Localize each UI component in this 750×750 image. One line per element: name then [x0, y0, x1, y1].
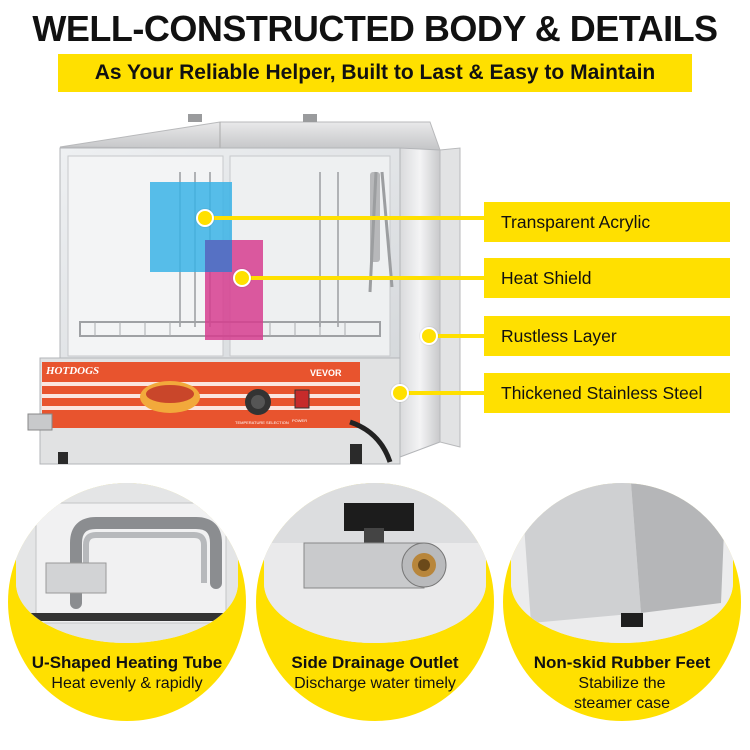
feature-desc-rubber-feet: Stabilize the steamer case: [573, 675, 671, 712]
callout-marker-4: [391, 384, 409, 402]
callout-connector-2: [250, 276, 486, 280]
feature-heating-tube: U-Shaped Heating Tube Heat evenly & rapi…: [8, 483, 246, 721]
callout-connector-1: [213, 216, 486, 220]
subtitle-banner: As Your Reliable Helper, Built to Last &…: [58, 54, 692, 92]
steamer-illustration: HOTDOGS VEVOR TEMPERATURE SELECTION POWE…: [27, 114, 461, 465]
feature-desc-drainage-outlet: Discharge water timely: [294, 675, 456, 692]
callout-stainless-steel: Thickened Stainless Steel: [484, 373, 730, 413]
drainage-outlet-photo: [264, 483, 486, 643]
dial-caption: TEMPERATURE SELECTION: [235, 420, 289, 425]
switch-caption: POWER: [292, 418, 307, 423]
callout-connector-4: [407, 391, 486, 395]
feature-desc-heating-tube: Heat evenly & rapidly: [51, 675, 203, 692]
feature-rubber-feet: Non-skid Rubber Feet Stabilize the steam…: [503, 483, 741, 721]
feature-title-rubber-feet: Non-skid Rubber Feet: [533, 653, 711, 672]
feature-title-drainage-outlet: Side Drainage Outlet: [291, 653, 459, 672]
callout-transparent-acrylic: Transparent Acrylic: [484, 202, 730, 242]
steamer-product-image: HOTDOGS VEVOR TEMPERATURE SELECTION POWE…: [20, 112, 490, 482]
rubber-feet-photo: [511, 483, 733, 643]
heating-tube-photo: [16, 483, 238, 643]
callout-marker-1: [196, 209, 214, 227]
vevor-brand: VEVOR: [310, 368, 342, 378]
page-title: WELL-CONSTRUCTED BODY & DETAILS: [32, 8, 718, 49]
subtitle-text: As Your Reliable Helper, Built to Last &…: [94, 61, 656, 84]
callout-marker-3: [420, 327, 438, 345]
callout-marker-2: [233, 269, 251, 287]
callout-connector-3: [435, 334, 486, 338]
callout-heat-shield: Heat Shield: [484, 258, 730, 298]
panel-brand-label: HOTDOGS: [45, 365, 99, 377]
feature-drainage-outlet: Side Drainage Outlet Discharge water tim…: [256, 483, 494, 721]
callout-rustless-layer: Rustless Layer: [484, 316, 730, 356]
feature-title-heating-tube: U-Shaped Heating Tube: [31, 653, 223, 672]
